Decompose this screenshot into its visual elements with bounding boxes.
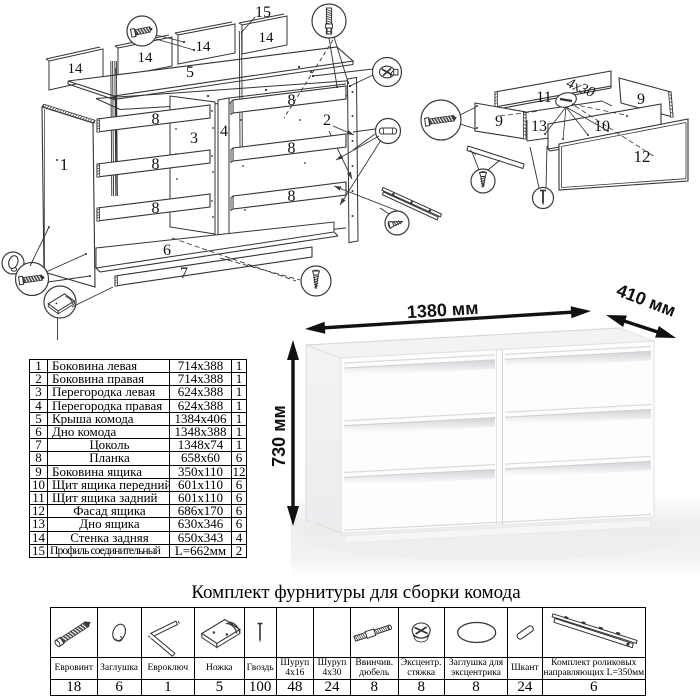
svg-text:15: 15 <box>255 4 271 21</box>
svg-text:8: 8 <box>288 140 296 157</box>
svg-text:11: 11 <box>536 89 551 106</box>
svg-text:14: 14 <box>138 50 154 66</box>
svg-text:14: 14 <box>68 61 84 77</box>
svg-text:14: 14 <box>259 30 275 46</box>
svg-text:8: 8 <box>288 92 296 109</box>
svg-text:1380 мм: 1380 мм <box>406 298 479 322</box>
svg-text:10: 10 <box>594 118 610 135</box>
svg-text:14: 14 <box>196 39 212 55</box>
svg-text:2: 2 <box>323 112 331 129</box>
svg-text:7: 7 <box>180 265 188 282</box>
svg-text:12: 12 <box>634 147 651 166</box>
svg-text:8: 8 <box>152 156 160 173</box>
svg-text:5: 5 <box>186 64 194 81</box>
svg-text:9: 9 <box>495 113 503 130</box>
svg-text:3: 3 <box>190 130 198 147</box>
svg-text:13: 13 <box>531 118 547 135</box>
svg-text:730 мм: 730 мм <box>269 405 289 467</box>
svg-text:9: 9 <box>637 91 645 108</box>
svg-text:1: 1 <box>60 155 69 174</box>
svg-text:8: 8 <box>288 188 296 205</box>
svg-text:8: 8 <box>152 111 160 128</box>
svg-text:410 мм: 410 мм <box>614 280 679 321</box>
svg-text:4: 4 <box>220 123 228 140</box>
svg-text:6: 6 <box>163 242 171 259</box>
svg-text:8: 8 <box>152 200 160 217</box>
